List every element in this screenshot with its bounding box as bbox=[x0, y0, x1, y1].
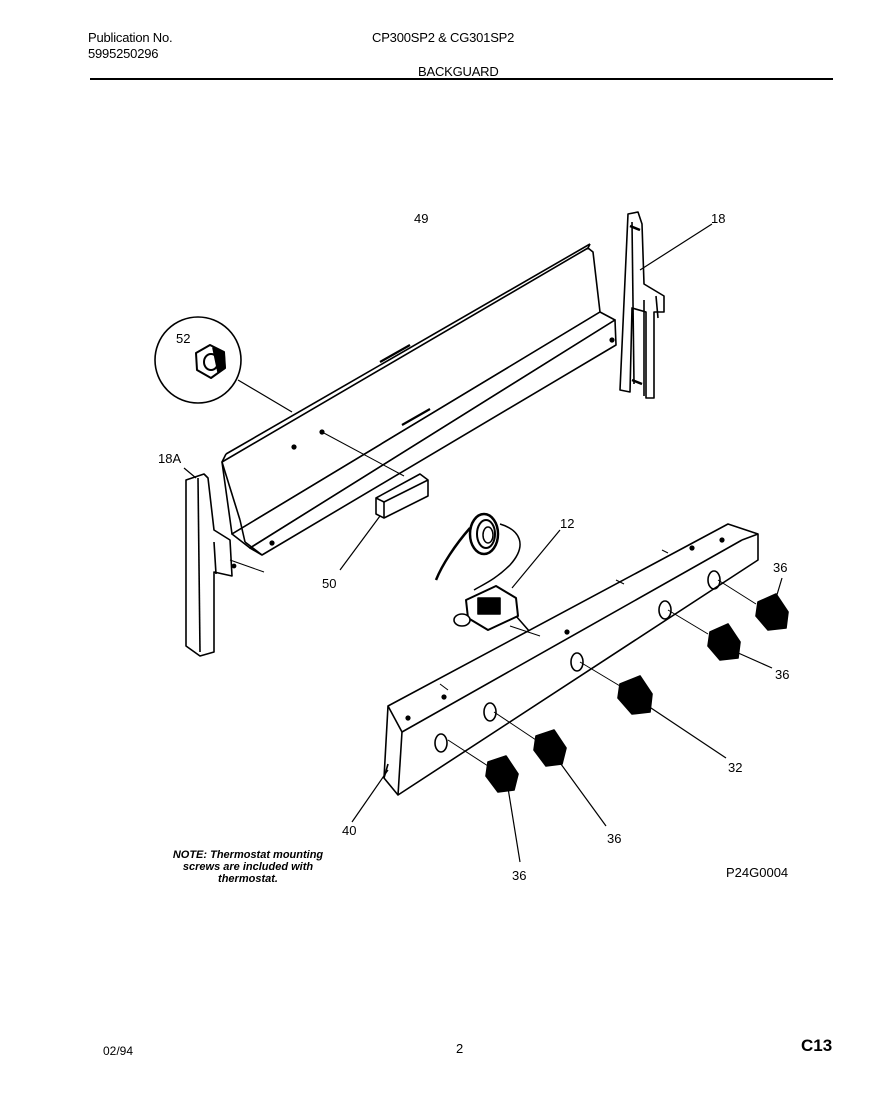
callout-50: 50 bbox=[322, 576, 337, 591]
footer-page-code: C13 bbox=[801, 1036, 833, 1055]
callout-36-upper-right: 36 bbox=[773, 560, 788, 575]
section-title: BACKGUARD bbox=[418, 64, 499, 79]
knob-part-36-bottom bbox=[447, 739, 521, 863]
footer-page-number: 2 bbox=[456, 1041, 464, 1056]
small-bar-part-50 bbox=[339, 473, 429, 571]
end-bracket-part-18A bbox=[183, 467, 265, 657]
thermostat-note: NOTE: Thermostat mounting screws are inc… bbox=[172, 849, 324, 885]
knob-part-36-middle bbox=[493, 711, 607, 827]
publication-number: 5995250296 bbox=[88, 46, 159, 61]
callout-36-bottom: 36 bbox=[512, 868, 527, 883]
callout-36-lower-right: 36 bbox=[775, 667, 790, 682]
header-rule bbox=[90, 78, 833, 80]
callout-49: 49 bbox=[414, 211, 429, 226]
callout-52: 52 bbox=[176, 331, 191, 346]
callout-12: 12 bbox=[560, 516, 575, 531]
figure-code: P24G0004 bbox=[726, 865, 789, 880]
footer-date: 02/94 bbox=[103, 1044, 134, 1058]
callout-18A: 18A bbox=[158, 451, 182, 466]
knob-part-32 bbox=[579, 661, 727, 759]
end-bracket-part-18 bbox=[619, 211, 713, 399]
callout-32: 32 bbox=[728, 760, 743, 775]
nut-detail-part-52 bbox=[154, 316, 293, 413]
thermostat-part-12 bbox=[434, 512, 561, 633]
control-panel-part-40 bbox=[351, 523, 759, 823]
publication-label: Publication No. bbox=[88, 30, 173, 45]
callout-36-middle: 36 bbox=[607, 831, 622, 846]
callout-18: 18 bbox=[711, 211, 726, 226]
model-numbers: CP300SP2 & CG301SP2 bbox=[372, 30, 515, 45]
knob-part-36-right-upper bbox=[717, 577, 789, 631]
backguard-panel-part-49 bbox=[221, 243, 617, 556]
callout-40: 40 bbox=[342, 823, 357, 838]
knob-part-36-right-lower bbox=[667, 609, 773, 669]
